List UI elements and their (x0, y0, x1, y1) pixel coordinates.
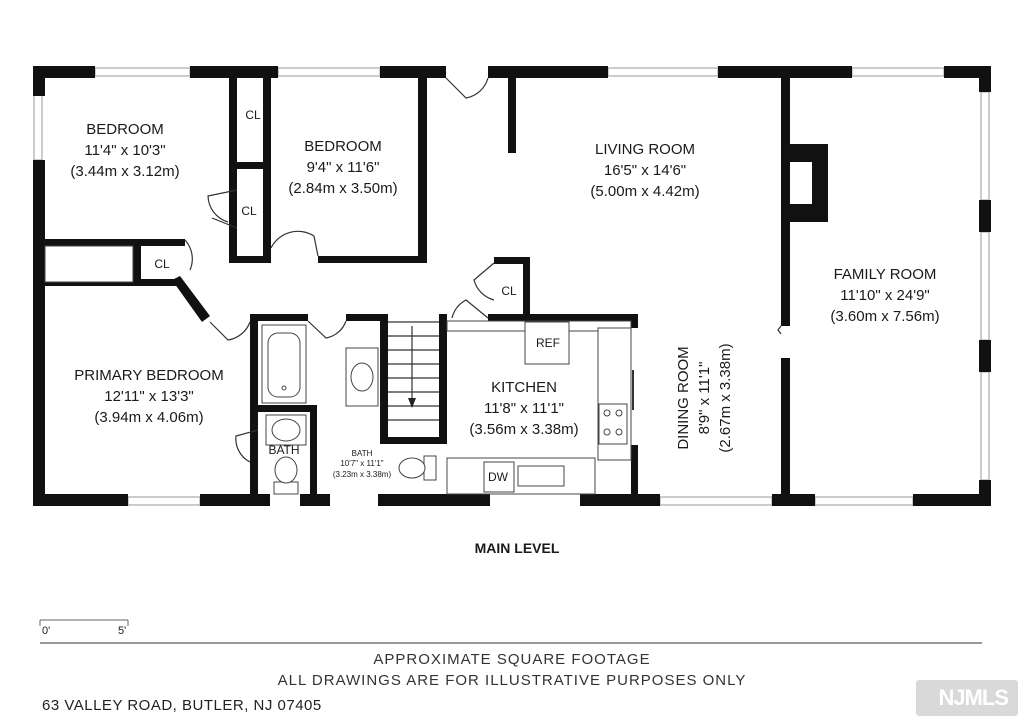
bath-small-name: BATH (268, 443, 299, 457)
stairs (388, 321, 439, 421)
closet-label: CL (245, 108, 261, 122)
door-swings (184, 77, 782, 463)
primary-name: PRIMARY BEDROOM (74, 367, 223, 384)
bedroom2-size: 9'4" x 11'6" (307, 159, 380, 176)
scale-bar: 0' 5' (39, 619, 982, 644)
interior-walls (45, 78, 828, 496)
scale-end: 5' (118, 625, 126, 637)
fridge-label: REF (536, 336, 560, 350)
family-size: 11'10" x 24'9" (840, 287, 930, 304)
room-labels: BEDROOM 11'4" x 10'3" (3.44m x 3.12m) BE… (70, 108, 939, 484)
living-metric: (5.00m x 4.42m) (590, 183, 699, 200)
kitchen-name: KITCHEN (491, 379, 557, 396)
closet-label: CL (501, 284, 517, 298)
bedroom1-size: 11'4" x 10'3" (84, 142, 165, 159)
address: 63 VALLEY ROAD, BUTLER, NJ 07405 (42, 697, 322, 714)
dining-metric: (2.67m x 3.38m) (717, 343, 734, 452)
scale-start: 0' (42, 625, 50, 637)
kitchen-metric: (3.56m x 3.38m) (469, 421, 578, 438)
dishwasher-label: DW (488, 470, 509, 484)
njmls-logo: NJMLS (916, 680, 1018, 716)
kitchen-size: 11'8" x 11'1" (484, 400, 564, 417)
footer-line-2: ALL DRAWINGS ARE FOR ILLUSTRATIVE PURPOS… (277, 672, 747, 689)
living-size: 16'5" x 14'6" (604, 162, 686, 179)
bedroom2-metric: (2.84m x 3.50m) (288, 180, 397, 197)
family-metric: (3.60m x 7.56m) (830, 308, 939, 325)
bath-main-metric: (3.23m x 3.38m) (333, 470, 392, 479)
dining-size: 8'9" x 11'1" (696, 362, 713, 435)
closet-label: CL (241, 204, 257, 218)
bath-main-name: BATH (352, 449, 373, 458)
bedroom1-name: BEDROOM (86, 121, 164, 138)
dining-name: DINING ROOM (675, 346, 692, 449)
bedroom1-metric: (3.44m x 3.12m) (70, 163, 179, 180)
fixtures (44, 245, 634, 495)
bath-main-size: 10'7" x 11'1" (340, 459, 383, 468)
bedroom2-name: BEDROOM (304, 138, 382, 155)
living-name: LIVING ROOM (595, 141, 695, 158)
exterior-walls (33, 66, 991, 506)
family-name: FAMILY ROOM (834, 266, 937, 283)
logo-text: NJMLS (938, 685, 1009, 710)
closet-label: CL (154, 257, 170, 271)
primary-metric: (3.94m x 4.06m) (94, 409, 203, 426)
level-title: MAIN LEVEL (475, 540, 560, 556)
footer-line-1: APPROXIMATE SQUARE FOOTAGE (373, 651, 651, 668)
primary-size: 12'11" x 13'3" (104, 388, 194, 405)
